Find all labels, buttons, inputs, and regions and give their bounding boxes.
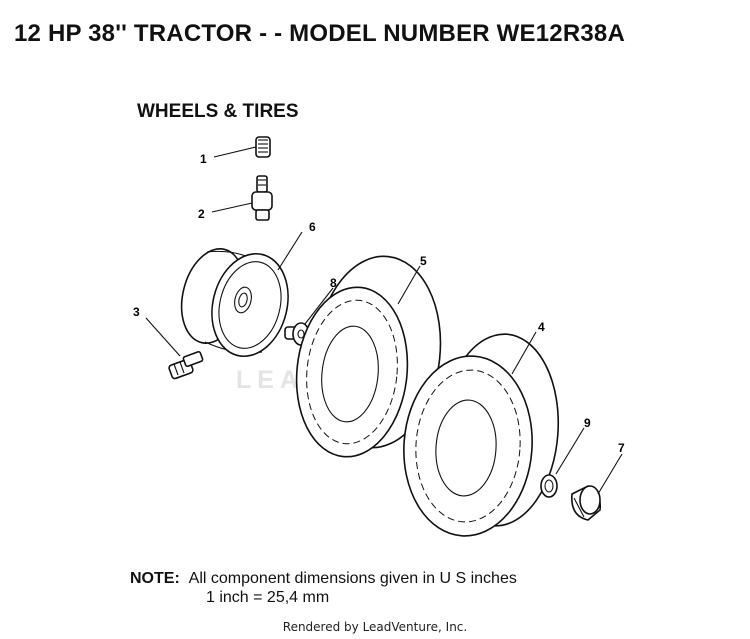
callout-4: 4 <box>538 320 545 334</box>
rear-tire-part[interactable] <box>398 330 565 540</box>
bushing-part[interactable] <box>571 485 602 521</box>
callout-3: 3 <box>133 305 140 319</box>
bolt-part[interactable] <box>168 350 204 380</box>
valve-cap-part[interactable] <box>255 136 271 158</box>
leader-line-2 <box>211 202 253 213</box>
washer-part[interactable] <box>540 474 558 498</box>
dimension-note: NOTE: All component dimensions given in … <box>130 569 517 607</box>
callout-8: 8 <box>330 276 337 290</box>
callout-6: 6 <box>309 220 316 234</box>
leader-line-3 <box>145 317 181 357</box>
note-line-2: 1 inch = 25,4 mm <box>206 589 330 606</box>
leader-line-7 <box>597 453 623 495</box>
leader-line-1 <box>213 146 257 158</box>
note-label: NOTE: <box>130 570 180 587</box>
callout-1: 1 <box>200 152 207 166</box>
section-title: WHEELS & TIRES <box>137 101 299 122</box>
valve-stem-part[interactable] <box>251 175 273 221</box>
leader-line-5 <box>397 265 421 305</box>
leader-line-4 <box>511 331 537 375</box>
callout-9: 9 <box>584 416 591 430</box>
leader-line-6 <box>277 231 303 271</box>
leader-line-8 <box>304 287 334 325</box>
callout-2: 2 <box>198 207 205 221</box>
front-tire-part[interactable] <box>288 250 449 462</box>
wheel-rim-part[interactable] <box>172 242 298 364</box>
callout-7: 7 <box>618 441 625 455</box>
page-title: 12 HP 38'' TRACTOR - - MODEL NUMBER WE12… <box>14 20 625 47</box>
callout-5: 5 <box>420 254 427 268</box>
leader-line-9 <box>555 427 585 475</box>
footer-credit: Rendered by LeadVenture, Inc. <box>282 620 468 634</box>
note-line-1: All component dimensions given in U S in… <box>188 570 517 587</box>
